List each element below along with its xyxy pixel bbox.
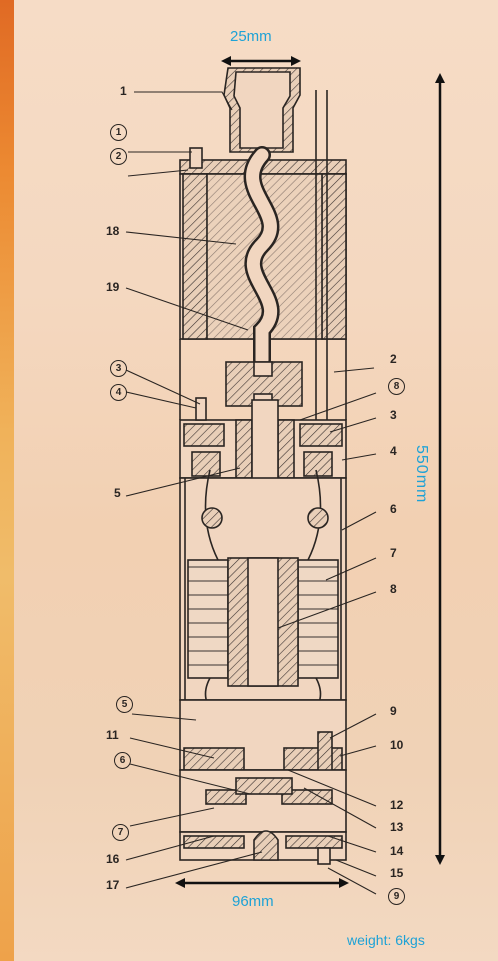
part-label-15: 15 [390, 866, 404, 880]
circled-label-6: 6 [114, 752, 131, 769]
part-label-12: 12 [390, 798, 404, 812]
part-label-11: 11 [106, 728, 119, 742]
part-label-7: 7 [390, 546, 397, 560]
part-label-10: 10 [390, 738, 404, 752]
part-label-4: 4 [390, 444, 397, 458]
circled-label-7: 7 [112, 824, 129, 841]
part-label-16: 16 [106, 852, 120, 866]
circled-label-3: 3 [110, 360, 127, 377]
top-width-label: 25mm [230, 28, 272, 45]
part-label-9: 9 [390, 704, 397, 718]
part-label-19: 19 [106, 280, 120, 294]
part-label-18: 18 [106, 224, 120, 238]
stator-winding-left [187, 559, 229, 679]
part-label-3: 3 [390, 408, 397, 422]
weight-label: weight: 6kgs [347, 932, 425, 948]
part-label-2: 2 [390, 352, 397, 366]
part-label-1: 1 [120, 84, 127, 98]
circled-label-5: 5 [116, 696, 133, 713]
circled-label-9: 9 [388, 888, 405, 905]
part-label-5: 5 [114, 486, 121, 500]
part-label-6: 6 [390, 502, 397, 516]
bottom-width-label: 96mm [232, 893, 274, 910]
stator-winding-right [297, 559, 339, 679]
part-label-8: 8 [390, 582, 397, 596]
part-label-13: 13 [390, 820, 404, 834]
circled-label-1: 1 [110, 124, 127, 141]
circled-label-2: 2 [110, 148, 127, 165]
circled-label-4: 4 [110, 384, 127, 401]
height-label: 550mm [413, 445, 430, 504]
part-label-17: 17 [106, 878, 120, 892]
part-label-14: 14 [390, 844, 404, 858]
circled-label-8: 8 [388, 378, 405, 395]
